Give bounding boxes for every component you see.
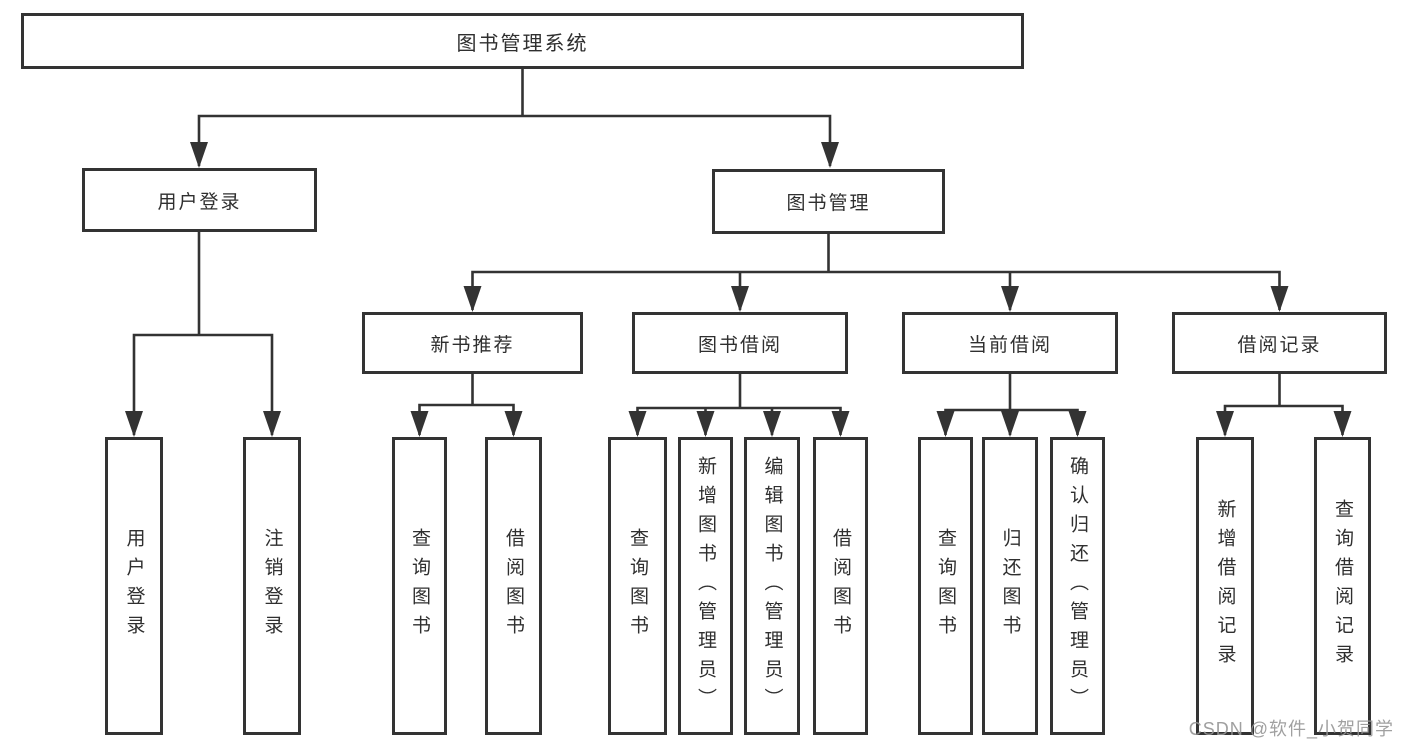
node-label: 注销登录 [261, 528, 283, 644]
connector-user-login-to-leaves [125, 232, 281, 437]
node-label: 查询图书 [935, 528, 956, 644]
leaf-user-login: 用户登录 [105, 437, 163, 735]
node-borrowing-records: 借阅记录 [1172, 312, 1387, 374]
leaf-query-books-recommend: 查询图书 [392, 437, 447, 735]
leaf-confirm-return-admin: 确认归还（管理员） [1050, 437, 1105, 735]
connector-current-borrowing-to-leaves [936, 374, 1087, 437]
connector-root-to-level2 [190, 69, 839, 168]
leaf-add-borrow-record: 新增借阅记录 [1196, 437, 1254, 735]
node-label: 用户登录 [123, 528, 145, 644]
leaf-query-borrow-record: 查询借阅记录 [1314, 437, 1371, 735]
node-book-borrowing: 图书借阅 [632, 312, 848, 374]
node-label: 新增图书（管理员） [695, 455, 716, 717]
node-label: 查询图书 [409, 528, 430, 644]
node-label: 图书管理系统 [456, 32, 589, 55]
leaf-borrow-books-recommend: 借阅图书 [485, 437, 542, 735]
node-label: 图书管理 [786, 193, 871, 214]
connector-book-borrowing-to-leaves [628, 374, 850, 437]
node-library-management-system: 图书管理系统 [21, 13, 1024, 69]
watermark-text: CSDN @软件_小贺同学 [1188, 719, 1394, 739]
node-label: 查询借阅记录 [1332, 499, 1353, 673]
node-label: 借阅记录 [1237, 334, 1322, 356]
node-book-management: 图书管理 [712, 169, 945, 234]
node-new-book-recommendation: 新书推荐 [362, 312, 583, 374]
node-label: 查询图书 [627, 528, 648, 644]
node-label: 新书推荐 [430, 334, 515, 356]
node-label: 借阅图书 [830, 528, 851, 644]
node-label: 编辑图书（管理员） [761, 455, 783, 717]
connector-new-book-to-leaves [410, 374, 523, 437]
leaf-add-book-admin: 新增图书（管理员） [678, 437, 733, 735]
connector-borrowing-records-to-leaves [1216, 374, 1352, 437]
node-user-login: 用户登录 [82, 168, 317, 232]
leaf-edit-book-admin: 编辑图书（管理员） [744, 437, 800, 735]
node-label: 图书借阅 [697, 334, 782, 356]
node-label: 新增借阅记录 [1214, 499, 1236, 673]
node-current-borrowing: 当前借阅 [902, 312, 1118, 374]
leaf-query-books-borrowing: 查询图书 [608, 437, 667, 735]
node-label: 用户登录 [157, 191, 242, 213]
node-label: 当前借阅 [967, 334, 1052, 356]
leaf-query-books-current: 查询图书 [918, 437, 973, 735]
node-label: 借阅图书 [503, 528, 524, 644]
node-label: 归还图书 [999, 528, 1021, 644]
leaf-borrow-books-borrowing: 借阅图书 [813, 437, 868, 735]
leaf-logout-login: 注销登录 [243, 437, 301, 735]
connector-book-management-to-level3 [463, 234, 1289, 312]
leaf-return-books: 归还图书 [982, 437, 1038, 735]
node-label: 确认归还（管理员） [1067, 455, 1088, 717]
